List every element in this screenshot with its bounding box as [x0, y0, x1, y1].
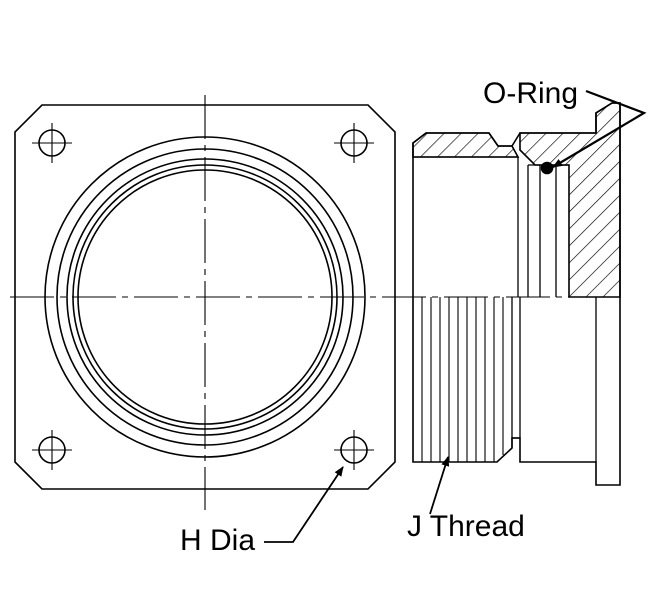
flange-outline	[14, 104, 396, 490]
j-thread-callout: J Thread	[407, 456, 525, 543]
mounting-hole-top-right	[334, 123, 374, 163]
o-ring-callout: O-Ring	[483, 77, 647, 168]
thread-ridges	[412, 297, 504, 462]
front-view	[10, 95, 612, 510]
mounting-hole-bottom-right	[334, 430, 374, 470]
thread-section-hatch	[412, 132, 520, 158]
j-thread-leader	[429, 456, 450, 515]
mounting-hole-top-left	[32, 123, 72, 163]
j-thread-label: J Thread	[407, 510, 525, 543]
mounting-hole-bottom-left	[32, 430, 72, 470]
h-dia-label: H Dia	[180, 524, 255, 557]
o-ring-dot	[540, 161, 554, 175]
o-ring-label: O-Ring	[483, 77, 578, 110]
o-ring-leader	[552, 89, 647, 168]
side-section-view	[412, 102, 621, 486]
h-dia-leader	[264, 466, 344, 543]
h-dia-callout: H Dia	[180, 466, 344, 557]
flange-section-hatch	[519, 102, 621, 298]
